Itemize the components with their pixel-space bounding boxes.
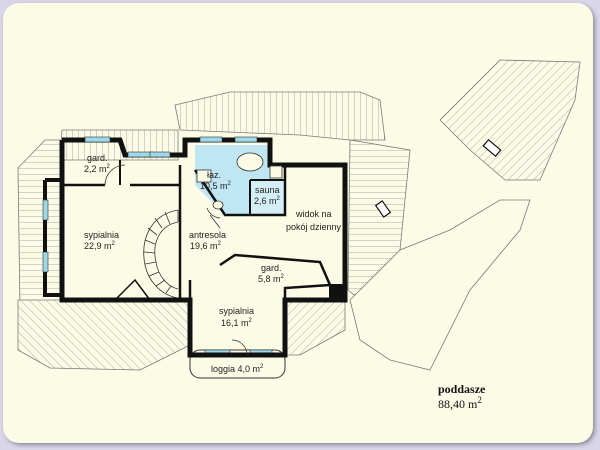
room-area: 5,8 m2	[258, 274, 285, 284]
room-name: sypialnia	[219, 306, 254, 316]
staircase	[143, 209, 179, 299]
roof-top-band	[174, 91, 386, 141]
room-name: gard.	[87, 153, 108, 163]
room-name: antresola	[189, 230, 226, 240]
room-area: 2,2 m2	[84, 164, 111, 174]
shower-icon	[196, 169, 212, 183]
room-name: gard.	[261, 263, 282, 273]
room-name: sauna	[255, 185, 280, 195]
walls	[43, 137, 348, 358]
floor-name: poddasze	[438, 382, 486, 396]
room-area: 10,5 m2	[200, 181, 232, 191]
room-area: 19,6 m2	[190, 241, 222, 251]
room-area: 22,9 m2	[84, 241, 116, 251]
room-name: łaz.	[207, 170, 221, 180]
plan-frame: gard. 2,2 m2 łaz. 10,5 m2 sauna 2,6 m2 s…	[3, 3, 593, 443]
skylights	[374, 138, 502, 218]
room-name: loggia 4,0 m2	[211, 364, 264, 374]
fixtures	[196, 152, 283, 210]
room-labels: gard. 2,2 m2 łaz. 10,5 m2 sauna 2,6 m2 s…	[84, 153, 342, 374]
floor-area: 88,40 m2	[438, 395, 482, 411]
roof-bottom-left	[17, 299, 191, 371]
sauna-bench-icon	[269, 165, 283, 179]
plan-title: poddasze 88,40 m2	[438, 382, 486, 411]
room-area: 16,1 m2	[221, 318, 253, 328]
roof-bottom-right	[284, 299, 346, 356]
roof-right-wing	[439, 59, 581, 181]
roof-far-right	[349, 199, 531, 371]
room-name: sypialnia	[84, 230, 119, 240]
room-area: 2,6 m2	[254, 196, 281, 206]
windows	[42, 136, 258, 273]
toilet-icon	[212, 200, 224, 210]
room-area: pokój dzienny	[286, 222, 342, 232]
room-name: widok na	[295, 209, 332, 219]
bathtub-icon	[236, 152, 264, 172]
roof-left	[17, 139, 63, 311]
floor-plan: gard. 2,2 m2 łaz. 10,5 m2 sauna 2,6 m2 s…	[17, 59, 581, 411]
doors	[104, 164, 248, 356]
